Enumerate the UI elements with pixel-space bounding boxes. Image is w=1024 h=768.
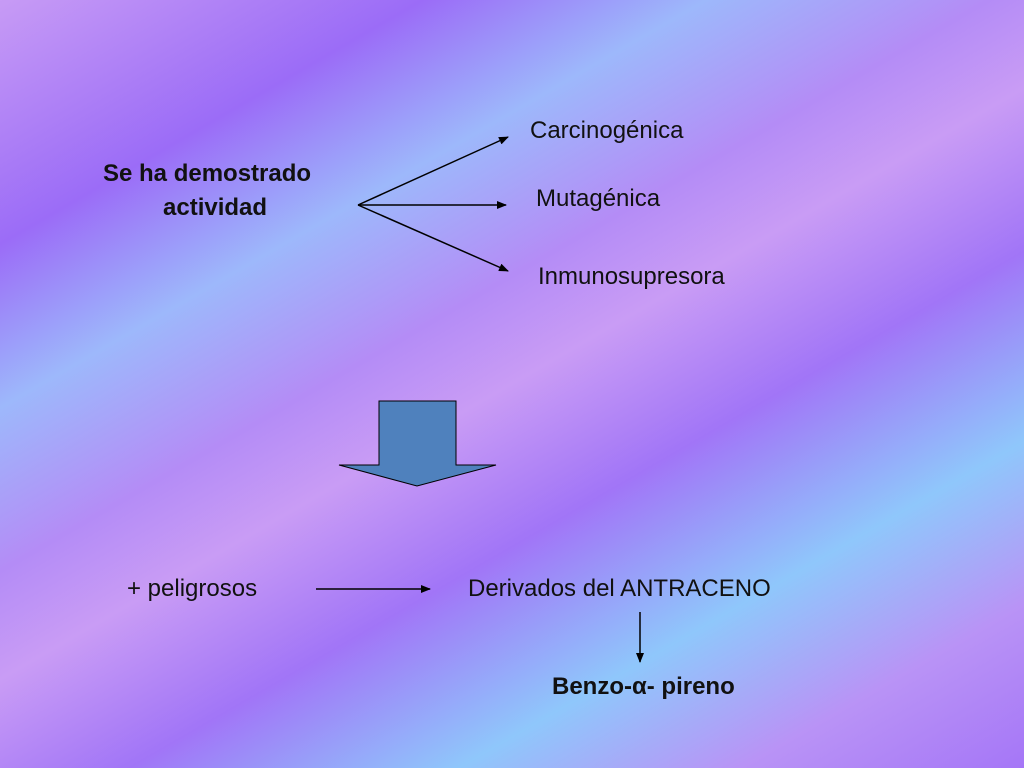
activity-mutagenica: Mutagénica	[536, 185, 661, 212]
label-peligrosos: + peligrosos	[127, 575, 258, 602]
arrow-to-carcinogenica	[357, 136, 509, 206]
down-block-arrow	[338, 400, 497, 487]
label-benzo-pireno: Benzo-α- pireno	[552, 673, 735, 700]
activity-carcinogenica: Carcinogénica	[530, 117, 684, 144]
source-label-line2: actividad	[163, 194, 268, 221]
source-label-line1: Se ha demostrado	[103, 160, 312, 187]
label-derivados-antraceno: Derivados del ANTRACENO	[468, 575, 771, 602]
arrow-to-inmunosupresora	[357, 204, 509, 272]
activity-inmunosupresora: Inmunosupresora	[538, 263, 725, 290]
